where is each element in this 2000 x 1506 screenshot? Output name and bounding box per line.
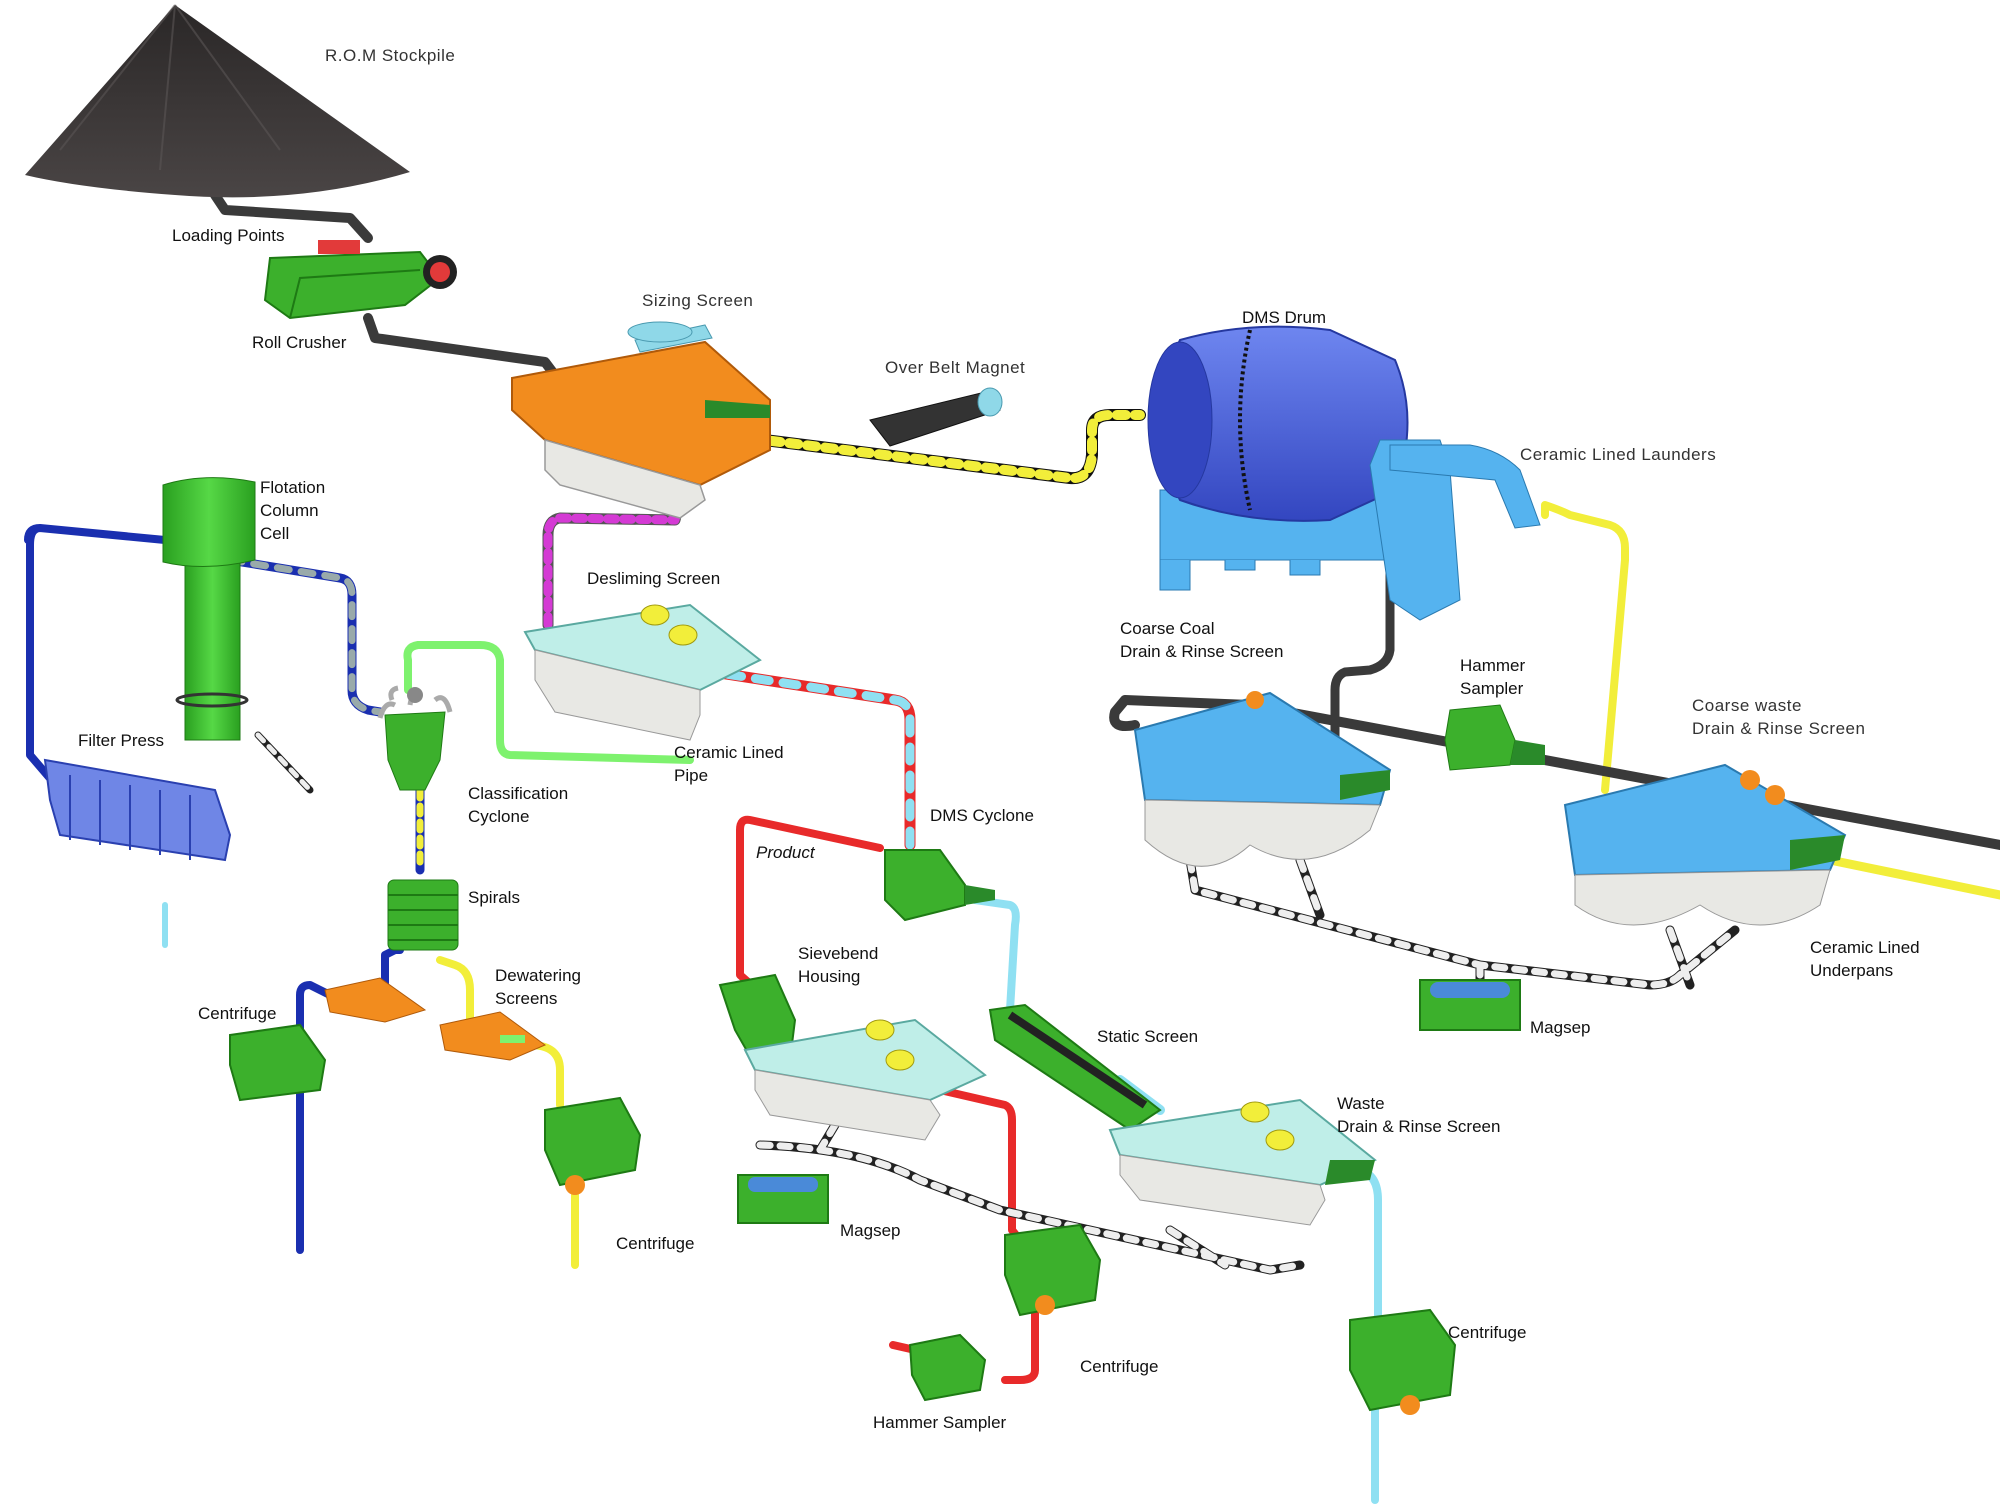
pipe-coarse-reject bbox=[1109, 695, 2000, 850]
coarse-waste-screen bbox=[1563, 763, 1847, 926]
flotation-column-icon bbox=[184, 544, 241, 741]
label-centrifuge-mid: Centrifuge bbox=[616, 1234, 695, 1253]
roll-crusher-icon bbox=[263, 250, 442, 320]
label-ceramic-lined-pipe: Ceramic Lined Pipe bbox=[674, 743, 784, 785]
filter-press-icon bbox=[43, 758, 232, 862]
over-belt-magnet bbox=[869, 387, 1003, 447]
label-roll-crusher: Roll Crusher bbox=[252, 333, 347, 352]
hammer-sampler-right bbox=[1444, 704, 1545, 771]
product-screen bbox=[743, 1018, 987, 1141]
label-ceramic-lined-launders: Ceramic Lined Launders bbox=[1520, 445, 1717, 464]
label-spirals: Spirals bbox=[468, 888, 520, 907]
label-hammer-sampler-bottom: Hammer Sampler bbox=[873, 1413, 1007, 1432]
dms-cyclone bbox=[884, 849, 995, 922]
pipe-flotation bbox=[24, 524, 169, 794]
sampler-icon bbox=[1444, 704, 1516, 771]
pipe-drum-coarse-coal bbox=[1330, 565, 1395, 775]
pipe-ceramic-lined bbox=[403, 641, 694, 764]
dewatering-screen-right bbox=[439, 1011, 547, 1061]
label-over-belt-magnet: Over Belt Magnet bbox=[885, 358, 1026, 377]
cyclone-icon bbox=[384, 711, 446, 791]
pipe-network bbox=[24, 190, 2000, 1504]
classification-cyclone bbox=[377, 685, 453, 791]
label-coarse-waste-screen: Coarse waste Drain & Rinse Screen bbox=[1692, 696, 1866, 738]
label-desliming-screen: Desliming Screen bbox=[587, 569, 721, 588]
label-loading-points: Loading Points bbox=[172, 226, 285, 245]
magsep-right bbox=[1419, 979, 1521, 1031]
pipe-product bbox=[736, 815, 884, 1014]
roll-crusher bbox=[263, 240, 457, 320]
label-classification-cyclone: Classification Cyclone bbox=[468, 784, 569, 826]
label-static-screen: Static Screen bbox=[1097, 1027, 1199, 1046]
label-filter-press: Filter Press bbox=[78, 731, 164, 750]
centrifuge-dewatering bbox=[544, 1096, 642, 1195]
centrifuge-left bbox=[229, 1023, 327, 1102]
pipe-stockpile-crusher bbox=[210, 190, 373, 243]
label-hammer-sampler-right: Hammer Sampler bbox=[1460, 656, 1526, 698]
label-dms-cyclone: DMS Cyclone bbox=[930, 806, 1034, 825]
label-dms-drum: DMS Drum bbox=[1242, 308, 1327, 327]
waste-screen bbox=[1108, 1098, 1377, 1226]
dms-drum bbox=[1147, 325, 1541, 621]
spirals bbox=[387, 879, 459, 951]
label-centrifuge-left: Centrifuge bbox=[198, 1004, 277, 1023]
filter-press bbox=[43, 758, 232, 862]
pipe-dms-static bbox=[971, 896, 1020, 1014]
pipe-crusher-sizing bbox=[363, 313, 565, 387]
label-centrifuge-bottom: Centrifuge bbox=[1080, 1357, 1159, 1376]
centrifuge-icon bbox=[229, 1023, 327, 1102]
hammer-sampler-bottom bbox=[908, 1333, 987, 1402]
spirals-icon bbox=[387, 879, 459, 951]
label-coarse-coal-screen: Coarse Coal Drain & Rinse Screen bbox=[1120, 619, 1284, 661]
label-dewatering-screens: Dewatering Screens bbox=[495, 966, 581, 1008]
centrifuge-mid bbox=[1004, 1223, 1102, 1317]
label-ceramic-lined-underpans: Ceramic Lined Underpans bbox=[1810, 938, 1920, 980]
dewatering-screen-left bbox=[324, 977, 427, 1023]
sizing-screen bbox=[511, 321, 771, 519]
label-waste-screen: Waste Drain & Rinse Screen bbox=[1337, 1094, 1501, 1136]
label-product: Product bbox=[756, 843, 815, 862]
pipe-dewater-centrifuge bbox=[526, 1041, 564, 1109]
pipe-launders-coarse-waste bbox=[1541, 501, 1629, 794]
pipe-centrifuge-left bbox=[296, 981, 334, 1254]
pipe-waste-centrifuge bbox=[1356, 1166, 1382, 1324]
label-sievebend-housing: Sievebend Housing bbox=[798, 944, 879, 986]
centrifuge-bottom-right bbox=[1349, 1308, 1457, 1415]
rom-stockpile bbox=[25, 4, 410, 198]
label-sizing-screen: Sizing Screen bbox=[642, 291, 754, 310]
label-flotation-column-cell: Flotation Column Cell bbox=[260, 478, 326, 543]
label-magsep-mid: Magsep bbox=[840, 1221, 901, 1240]
vibrating-screen-icon bbox=[511, 340, 771, 487]
coarse-coal-screen bbox=[1133, 691, 1392, 867]
stockpile-icon bbox=[25, 5, 410, 198]
magsep-mid bbox=[737, 1174, 829, 1224]
label-magsep-right: Magsep bbox=[1530, 1018, 1591, 1037]
static-screen bbox=[988, 1003, 1162, 1132]
label-rom-stockpile: R.O.M Stockpile bbox=[325, 46, 456, 65]
label-centrifuge-right: Centrifuge bbox=[1448, 1323, 1527, 1342]
desliming-screen bbox=[523, 603, 762, 741]
flotation-column bbox=[162, 477, 256, 741]
